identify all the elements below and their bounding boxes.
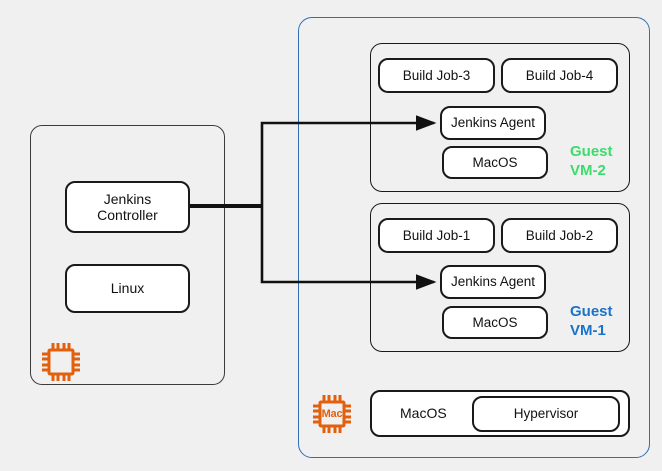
jenkins-controller-label: Jenkins Controller	[97, 190, 158, 223]
hypervisor-label: Hypervisor	[513, 406, 579, 422]
jenkins-agent-vm2-label: Jenkins Agent	[450, 115, 536, 131]
guest-vm-2-container	[370, 43, 630, 192]
build-job-3-label: Build Job-3	[402, 67, 471, 83]
macos-vm2-label: MacOS	[472, 154, 518, 170]
linux-os-node[interactable]: Linux	[65, 264, 190, 313]
build-job-1-node[interactable]: Build Job-1	[378, 218, 495, 253]
macos-host-label: MacOS	[400, 405, 447, 422]
linux-host-container	[30, 125, 225, 385]
hypervisor-node[interactable]: Hypervisor	[472, 396, 620, 432]
jenkins-agent-vm1-node[interactable]: Jenkins Agent	[440, 265, 546, 299]
guest-vm-2-label: Guest VM-2	[570, 143, 613, 179]
build-job-4-label: Build Job-4	[525, 67, 594, 83]
mac-cpu-chip-label: Mac	[321, 408, 343, 420]
build-job-3-node[interactable]: Build Job-3	[378, 58, 495, 93]
macos-vm1-label: MacOS	[472, 314, 518, 330]
jenkins-controller-node[interactable]: Jenkins Controller	[65, 181, 190, 233]
build-job-2-node[interactable]: Build Job-2	[501, 218, 618, 253]
jenkins-agent-vm1-label: Jenkins Agent	[450, 274, 536, 290]
cpu-chip-label	[38, 339, 84, 385]
jenkins-agent-vm2-node[interactable]: Jenkins Agent	[440, 106, 546, 140]
build-job-1-label: Build Job-1	[402, 227, 471, 243]
macos-vm1-node[interactable]: MacOS	[442, 306, 548, 339]
linux-os-label: Linux	[110, 280, 145, 297]
macos-vm2-node[interactable]: MacOS	[442, 146, 548, 179]
guest-vm-1-label: Guest VM-1	[570, 303, 613, 339]
build-job-2-label: Build Job-2	[525, 227, 594, 243]
build-job-4-node[interactable]: Build Job-4	[501, 58, 618, 93]
mac-cpu-chip-icon: Mac	[309, 391, 355, 437]
cpu-chip-icon	[38, 339, 84, 385]
